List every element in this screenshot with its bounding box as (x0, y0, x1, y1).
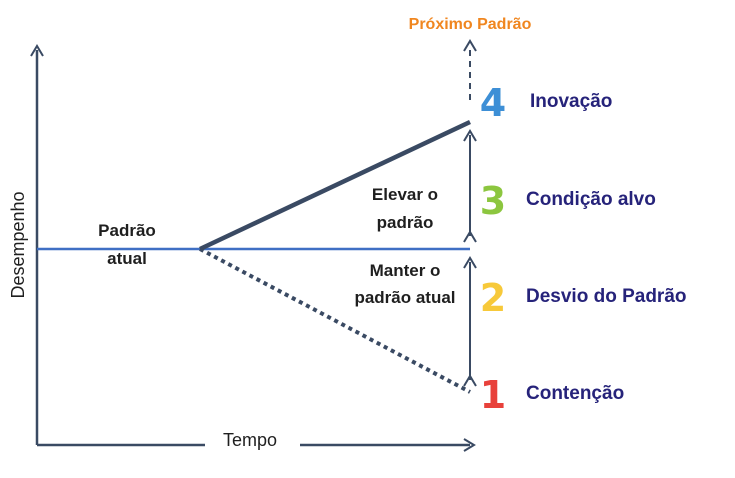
step-3-number: 3 (480, 179, 506, 223)
maintain-standard-label-line1: Manter o (370, 261, 441, 280)
raise-standard-line (199, 119, 471, 252)
x-axis-label: Tempo (223, 430, 277, 450)
y-axis-label: Desempenho (8, 191, 28, 298)
current-standard-label-line1: Padrão (98, 221, 156, 240)
raise-standard-label-line2: padrão (377, 213, 434, 232)
step-3-label: Condição alvo (526, 189, 656, 210)
step-2-label: Desvio do Padrão (526, 286, 687, 307)
step-1-number: 1 (480, 373, 506, 417)
step-4-number: 4 (480, 81, 506, 125)
step-4-label: Inovação (530, 91, 612, 112)
current-standard-label-line2: atual (107, 249, 147, 268)
step-2-number: 2 (480, 276, 506, 320)
deviation-line (199, 247, 471, 394)
next-standard-label: Próximo Padrão (409, 16, 532, 33)
step-1-label: Contenção (526, 383, 624, 404)
maintain-standard-label-line2: padrão atual (354, 288, 455, 307)
raise-standard-label-line1: Elevar o (372, 185, 438, 204)
